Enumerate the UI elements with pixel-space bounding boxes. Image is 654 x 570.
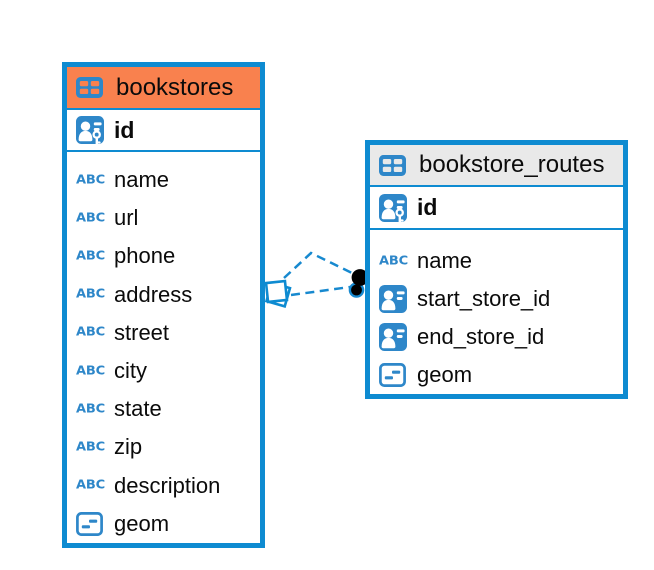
text-type-icon: ABC bbox=[76, 365, 108, 378]
column-name: id bbox=[114, 116, 135, 143]
text-type-icon-glyph: ABC bbox=[76, 211, 105, 226]
column-name: id bbox=[417, 194, 438, 220]
primary-key-icon bbox=[76, 114, 108, 146]
text-type-icon: ABC bbox=[76, 212, 108, 225]
text-type-icon-glyph: ABC bbox=[76, 440, 105, 455]
column-name: geom bbox=[417, 362, 473, 387]
column-row-end_store_id[interactable]: end_store_id bbox=[370, 318, 623, 356]
column-row-id[interactable]: id bbox=[370, 187, 623, 228]
text-type-icon-glyph: ABC bbox=[76, 364, 105, 378]
text-type-icon: ABC bbox=[76, 174, 108, 187]
relationship-many-end-marker bbox=[264, 279, 292, 308]
geometry-type-icon bbox=[76, 511, 108, 536]
column-name: end_store_id bbox=[417, 324, 545, 349]
column-row-url[interactable]: ABC url bbox=[67, 199, 260, 237]
text-type-icon-glyph: ABC bbox=[76, 478, 105, 493]
column-row-name[interactable]: ABC name bbox=[67, 161, 260, 199]
column-name: phone bbox=[114, 243, 176, 269]
text-type-icon-glyph: ABC bbox=[379, 254, 408, 268]
table-icon bbox=[379, 154, 411, 176]
table-header-bookstore-routes[interactable]: bookstore_routes bbox=[370, 145, 623, 185]
table-icon bbox=[76, 77, 108, 98]
header-divider bbox=[67, 108, 260, 110]
column-row-state[interactable]: ABC state bbox=[67, 390, 260, 428]
column-name: name bbox=[114, 167, 170, 193]
table-title: bookstore_routes bbox=[419, 151, 605, 178]
column-row-name[interactable]: ABC name bbox=[370, 242, 623, 280]
column-row-geom[interactable]: geom bbox=[370, 356, 623, 394]
column-row-description[interactable]: ABC description bbox=[67, 467, 260, 505]
id-divider bbox=[370, 228, 623, 230]
column-name: city bbox=[114, 358, 147, 384]
relationship-one-end-marker bbox=[348, 269, 369, 298]
column-row-zip[interactable]: ABC zip bbox=[67, 428, 260, 466]
column-row-address[interactable]: ABC address bbox=[67, 276, 260, 314]
text-type-icon: ABC bbox=[76, 403, 108, 416]
header-divider bbox=[370, 185, 623, 187]
column-row-phone[interactable]: ABC phone bbox=[67, 237, 260, 275]
column-row-id[interactable]: id bbox=[67, 110, 260, 150]
column-name: address bbox=[114, 281, 193, 307]
primary-key-icon bbox=[379, 192, 411, 224]
relationship-line-2[interactable] bbox=[290, 285, 351, 297]
id-divider bbox=[67, 150, 260, 152]
text-type-icon: ABC bbox=[379, 255, 411, 268]
text-type-icon-glyph: ABC bbox=[76, 325, 105, 340]
foreign-key-icon bbox=[379, 285, 411, 313]
column-name: description bbox=[114, 472, 221, 498]
table-bookstore-routes[interactable]: bookstore_routes id ABC name start_store_i… bbox=[365, 140, 628, 399]
text-type-icon: ABC bbox=[76, 326, 108, 339]
foreign-key-icon bbox=[379, 323, 411, 351]
text-type-icon-glyph: ABC bbox=[76, 402, 105, 417]
column-row-start_store_id[interactable]: start_store_id bbox=[370, 280, 623, 318]
relationship-line-1[interactable] bbox=[283, 251, 353, 279]
text-type-icon-glyph: ABC bbox=[76, 249, 105, 264]
geometry-type-icon bbox=[379, 363, 411, 387]
text-type-icon-glyph: ABC bbox=[76, 173, 105, 187]
text-type-icon: ABC bbox=[76, 250, 108, 263]
column-name: state bbox=[114, 396, 162, 422]
table-header-bookstores[interactable]: bookstores bbox=[67, 67, 260, 108]
text-type-icon: ABC bbox=[76, 288, 108, 301]
column-name: start_store_id bbox=[417, 286, 551, 311]
text-type-icon-glyph: ABC bbox=[76, 287, 105, 302]
column-name: zip bbox=[114, 434, 143, 460]
column-row-city[interactable]: ABC city bbox=[67, 352, 260, 390]
text-type-icon: ABC bbox=[76, 479, 108, 492]
column-name: url bbox=[114, 205, 139, 231]
text-type-icon: ABC bbox=[76, 441, 108, 454]
column-row-street[interactable]: ABC street bbox=[67, 314, 260, 352]
column-row-geom[interactable]: geom bbox=[67, 505, 260, 543]
column-name: street bbox=[114, 319, 170, 345]
table-title: bookstores bbox=[116, 73, 234, 101]
column-name: geom bbox=[114, 510, 170, 536]
column-name: name bbox=[417, 248, 473, 273]
